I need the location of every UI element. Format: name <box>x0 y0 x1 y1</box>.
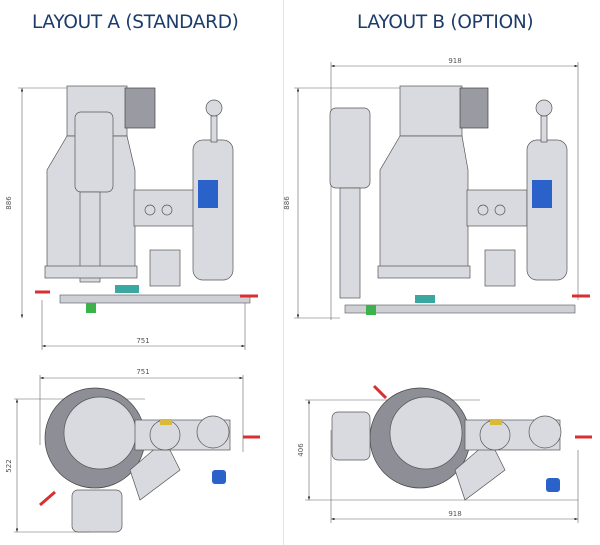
layout-b-height-dim: 886 <box>283 196 291 210</box>
layout-a-top-width-dim: 751 <box>136 368 149 376</box>
layout-a-height-dim: 886 <box>5 196 13 210</box>
layout-a-depth-dim: 522 <box>5 459 13 472</box>
tank-lid <box>63 396 137 470</box>
layout-b-depth-dim: 406 <box>297 443 305 457</box>
layout-a-width-dim: 751 <box>136 337 149 345</box>
layout-a-front-view: 886 751 <box>5 85 258 350</box>
layout-b-front-view: 918 886 <box>283 57 590 320</box>
layout-b-title: LAYOUT B (OPTION) <box>357 12 534 33</box>
filter-tank <box>192 139 234 281</box>
layout-b-top-width-dim: 918 <box>448 510 461 518</box>
pressure-gauge <box>535 99 553 117</box>
layout-a-title: LAYOUT A (STANDARD) <box>32 12 239 33</box>
motor-top <box>331 411 371 461</box>
layout-b-top-view: 406 918 <box>297 384 592 523</box>
section-divider <box>283 0 284 545</box>
blue-valve <box>198 180 218 208</box>
blue-valve <box>532 180 552 208</box>
main-tank <box>379 135 469 269</box>
layout-b-width-dim: 918 <box>448 57 461 65</box>
tank-lid <box>389 396 463 470</box>
layout-a-top-view: 751 522 <box>5 368 260 533</box>
pressure-gauge <box>205 99 223 117</box>
motor <box>74 111 114 193</box>
motor-top <box>71 489 123 533</box>
filter-tank <box>526 139 568 281</box>
motor <box>329 107 371 189</box>
